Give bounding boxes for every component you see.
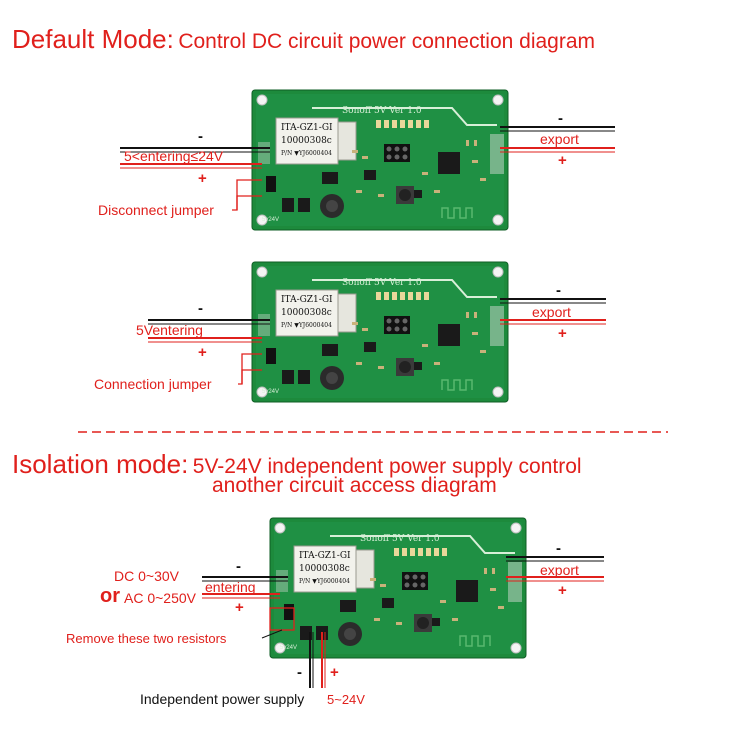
d1-output-minus: - [558, 110, 563, 127]
d2-jumper-label: Connection jumper [94, 376, 212, 392]
d2-input-plus: + [198, 344, 207, 361]
board2-relay-line1: ITA-GZ1-GI [281, 295, 333, 305]
d3-input-minus: - [236, 558, 241, 575]
d3-supply-plus: + [330, 664, 339, 681]
d3-supply-label: Independent power supply [140, 691, 305, 707]
board2-corner-mark: 5v24V [262, 389, 280, 395]
board1-relay-line3: P/N ▼YJ6000404 [281, 150, 332, 157]
board3-relay-line1: ITA-GZ1-GI [299, 551, 351, 561]
d3-supply-minus: - [297, 664, 302, 681]
isolation-mode-heading: Isolation mode: 5V-24V independent power… [12, 449, 582, 480]
board1-relay-line1: ITA-GZ1-GI [281, 123, 333, 133]
d1-input-label: 5<entering≤24V [124, 148, 224, 164]
default-mode-title: Default Mode: [12, 24, 174, 54]
d2-output-label: export [532, 304, 571, 320]
d3-input-label: entering [205, 579, 256, 595]
board1-corner-mark: 5v24V [262, 217, 280, 223]
board1-relay-line2: 10000308c [281, 136, 332, 146]
d3-input-ac: AC 0~250V [124, 590, 196, 606]
d3-input-or: or [100, 585, 120, 607]
board3-relay-line3: P/N ▼YJ6000404 [299, 578, 350, 585]
d1-input-plus: + [198, 170, 207, 187]
board2-relay-line2: 10000308c [281, 308, 332, 318]
d3-input-plus: + [235, 599, 244, 616]
d3-output-minus: - [556, 540, 561, 557]
d2-input-label: 5Ventering [136, 322, 203, 338]
board3-silkscreen: Sonoff 5V Ver 1.0 [360, 534, 440, 544]
d3-output-plus: + [558, 582, 567, 599]
d2-output-minus: - [556, 282, 561, 299]
d2-output-plus: + [558, 325, 567, 342]
d1-output-label: export [540, 131, 579, 147]
d2-input-minus: - [198, 300, 203, 317]
board2-silkscreen: Sonoff 5V Ver 1.0 [342, 278, 422, 288]
d3-resistor-label: Remove these two resistors [66, 631, 227, 646]
default-mode-subtitle: Control DC circuit power connection diag… [178, 30, 596, 53]
board3-relay-line2: 10000308c [299, 564, 350, 574]
isolation-mode-subtitle-line2: another circuit access diagram [212, 474, 497, 497]
d1-jumper-label: Disconnect jumper [98, 202, 214, 218]
d1-input-minus: - [198, 128, 203, 145]
d3-input-dc: DC 0~30V [114, 568, 179, 584]
board3-corner-mark: 5v24V [280, 645, 298, 651]
d3-supply-range: 5~24V [327, 692, 365, 707]
board1-silkscreen: Sonoff 5V Ver 1.0 [342, 106, 422, 116]
d3-output-label: export [540, 562, 579, 578]
d1-output-plus: + [558, 152, 567, 169]
default-mode-heading: Default Mode: Control DC circuit power c… [12, 24, 595, 55]
isolation-mode-subtitle-line1: 5V-24V independent power supply control [192, 455, 582, 478]
isolation-mode-title: Isolation mode: [12, 449, 189, 479]
board2-relay-line3: P/N ▼YJ6000404 [281, 322, 332, 329]
